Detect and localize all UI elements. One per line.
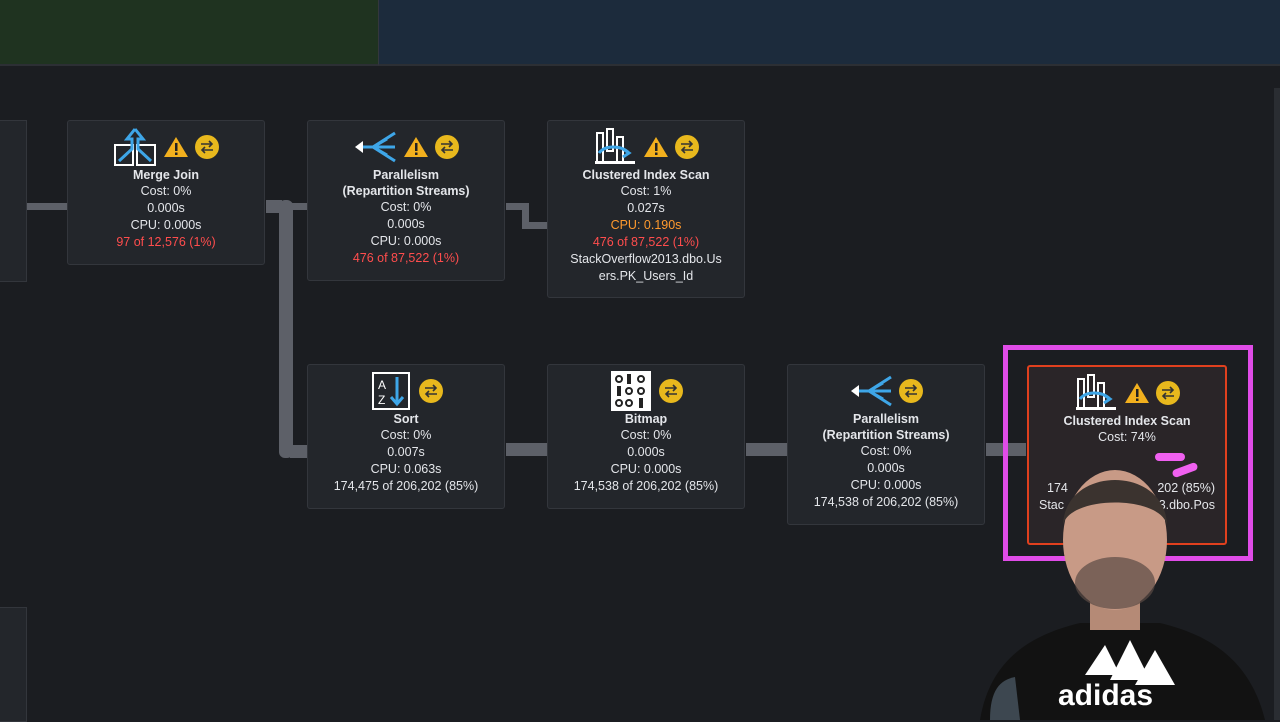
node-title: Bitmap — [624, 412, 668, 426]
svg-text:A: A — [378, 378, 386, 392]
connector-bitmap-par — [746, 443, 788, 456]
presenter-webcam-overlay: adidas — [980, 470, 1265, 720]
top-panel-right — [378, 0, 1280, 66]
node-cpu: CPU: 0.063s — [370, 462, 442, 476]
node-object-end: 3.dbo.Pos — [1158, 498, 1215, 512]
node-cost: Cost: 0% — [140, 184, 192, 198]
connector-par-scan-c — [522, 222, 548, 229]
parallelism-icon — [355, 131, 396, 163]
node-time: 0.000s — [387, 217, 425, 231]
node-title: Merge Join — [133, 168, 199, 182]
node-rows: 476 of 87,522 (1%) — [592, 235, 700, 249]
merge-join-icon — [114, 128, 156, 166]
svg-text:adidas: adidas — [1058, 679, 1153, 712]
offscreen-node-bottom[interactable] — [0, 607, 27, 722]
offscreen-node-top[interactable] — [0, 120, 27, 282]
node-title: Parallelism — [372, 168, 439, 182]
connector-vertical — [279, 200, 293, 458]
parallel-badge-icon — [435, 135, 459, 159]
node-time: 0.027s — [627, 201, 665, 215]
connector-to-sort — [290, 445, 308, 458]
parallel-badge-icon — [899, 379, 923, 403]
node-title: Clustered Index Scan — [1063, 414, 1191, 428]
svg-text:Z: Z — [378, 393, 385, 407]
node-object-start: Stac — [1039, 498, 1065, 512]
connector-par-scan-b — [522, 203, 529, 229]
parallel-badge-icon — [1156, 381, 1180, 405]
node-time: 0.000s — [867, 461, 905, 475]
parallelism-icon — [851, 375, 892, 407]
clustered-index-scan-icon — [595, 128, 635, 164]
node-title: Clustered Index Scan — [582, 168, 710, 182]
node-cost: Cost: 0% — [380, 200, 432, 214]
node-rows: 476 of 87,522 (1%) — [352, 251, 460, 265]
warning-icon — [164, 137, 188, 157]
node-rows: 174,538 of 206,202 (85%) — [573, 479, 719, 493]
plan-node-clustered-index-scan-users[interactable]: Clustered Index Scan Cost: 1% 0.027s CPU… — [547, 120, 745, 298]
plan-node-parallelism-top[interactable]: Parallelism (Repartition Streams) Cost: … — [307, 120, 505, 281]
node-cost: Cost: 0% — [380, 428, 432, 442]
plan-node-bitmap[interactable]: Bitmap Cost: 0% 0.000s CPU: 0.000s 174,5… — [547, 364, 745, 509]
node-rows: 174 202 (85%) — [1029, 480, 1225, 497]
node-time: 0.007s — [387, 445, 425, 459]
connector-merge-out — [266, 200, 282, 213]
node-cpu: CPU: 0.000s — [130, 218, 202, 232]
node-object-name: Stac 3.dbo.Pos — [1029, 497, 1225, 514]
node-subtitle: (Repartition Streams) — [822, 428, 950, 442]
node-cpu: CPU: 0.190s — [610, 218, 682, 232]
node-rows-start: 174 — [1047, 481, 1068, 495]
bitmap-icon — [611, 371, 651, 411]
top-panel-left — [0, 0, 378, 66]
node-cpu: CPU: 0.000s — [370, 234, 442, 248]
sort-icon: A Z — [372, 372, 410, 410]
node-object-name-cont: ers.PK_Users_Id — [598, 269, 694, 283]
node-cost: Cost: 0% — [860, 444, 912, 458]
node-rows: 174,475 of 206,202 (85%) — [333, 479, 479, 493]
parallel-badge-icon — [659, 379, 683, 403]
node-time: 0.000s — [147, 201, 185, 215]
parallel-badge-icon — [419, 379, 443, 403]
node-cpu: CPU: 0.000s — [850, 478, 922, 492]
parallel-badge-icon — [675, 135, 699, 159]
plan-node-parallelism-bottom[interactable]: Parallelism (Repartition Streams) Cost: … — [787, 364, 985, 525]
node-object-name: StackOverflow2013.dbo.Us — [570, 252, 722, 266]
node-cost: Cost: 74% — [1098, 430, 1156, 444]
node-cost: Cost: 1% — [620, 184, 672, 198]
node-subtitle: (Repartition Streams) — [342, 184, 470, 198]
node-title: Parallelism — [852, 412, 919, 426]
warning-icon — [404, 137, 428, 157]
node-cpu: CPU: 0.000s — [610, 462, 682, 476]
warning-icon — [1125, 383, 1149, 403]
parallel-badge-icon — [195, 135, 219, 159]
connector-left — [26, 203, 68, 210]
plan-node-sort[interactable]: A Z Sort Cost: 0% 0.007s CPU: 0.063s 174… — [307, 364, 505, 509]
node-title: Sort — [393, 412, 419, 426]
clustered-index-scan-icon — [1076, 374, 1116, 410]
warning-icon — [644, 137, 668, 157]
connector-sort-bitmap — [506, 443, 548, 456]
node-rows: 174,538 of 206,202 (85%) — [813, 495, 959, 509]
connector-to-parallelism-top — [290, 203, 308, 210]
node-rows-end: 202 (85%) — [1157, 481, 1215, 495]
node-rows: 97 of 12,576 (1%) — [116, 235, 216, 249]
node-cost: Cost: 0% — [620, 428, 672, 442]
connector-par-scan-a — [506, 203, 528, 210]
vertical-scrollbar[interactable] — [1274, 88, 1280, 720]
ink-stroke — [1155, 453, 1185, 461]
node-time: 0.000s — [627, 445, 665, 459]
plan-node-merge-join[interactable]: Merge Join Cost: 0% 0.000s CPU: 0.000s 9… — [67, 120, 265, 265]
